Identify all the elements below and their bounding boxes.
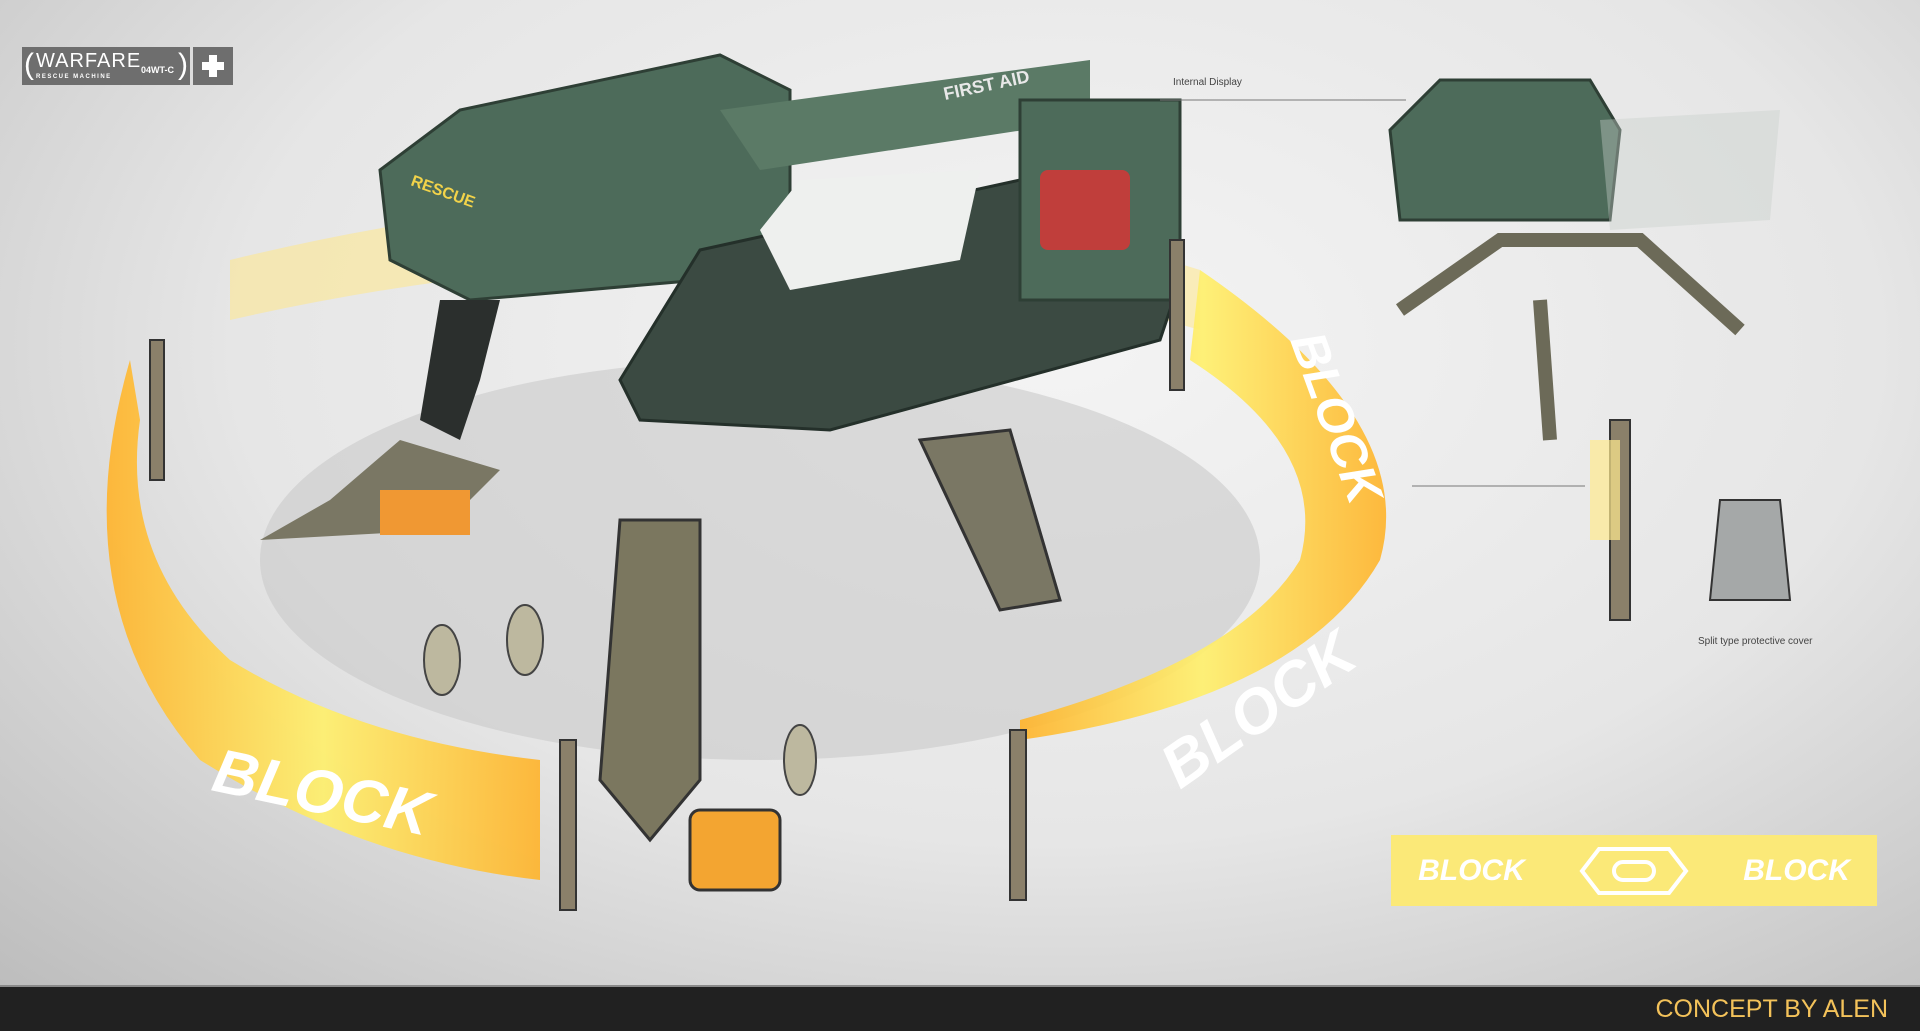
bracket-right: ) <box>178 48 188 81</box>
barrier-posts <box>149 239 1185 911</box>
footer-bar: CONCEPT BY ALEN <box>0 985 1920 1031</box>
banner-text-left: BLOCK <box>1418 853 1525 887</box>
protective-cover <box>1590 419 1792 621</box>
barrier-ring-left <box>106 360 541 880</box>
medical-cross-icon <box>193 47 233 85</box>
rescue-mech: FIRST AID RESCUE <box>260 53 1182 892</box>
warfare-logo: ( WARFARE RESCUE MACHINE 04WT-C ) <box>22 47 233 85</box>
barrier-ring-right <box>1020 270 1387 740</box>
bracket-left: ( <box>24 48 34 81</box>
side-view-mech <box>1388 78 1780 441</box>
logo-code: 04WT-C <box>140 65 174 75</box>
octagon-emblem-icon <box>1579 846 1689 895</box>
split-cover-label: Split type protective cover <box>1698 636 1813 647</box>
block-banner: BLOCK BLOCK <box>1391 835 1877 906</box>
logo-title: WARFARE <box>36 50 142 72</box>
concept-illustration: BLOCK BLOCK BLOCK FIRST AID RESCUE <box>106 53 1792 911</box>
internal-display-label: Internal Display <box>1173 77 1242 88</box>
banner-text-right: BLOCK <box>1743 853 1850 887</box>
logo-subtitle: RESCUE MACHINE <box>36 74 112 80</box>
logo-plate: ( WARFARE RESCUE MACHINE 04WT-C ) <box>22 47 190 85</box>
credit-text: CONCEPT BY ALEN <box>1655 995 1889 1023</box>
figures <box>423 604 817 796</box>
